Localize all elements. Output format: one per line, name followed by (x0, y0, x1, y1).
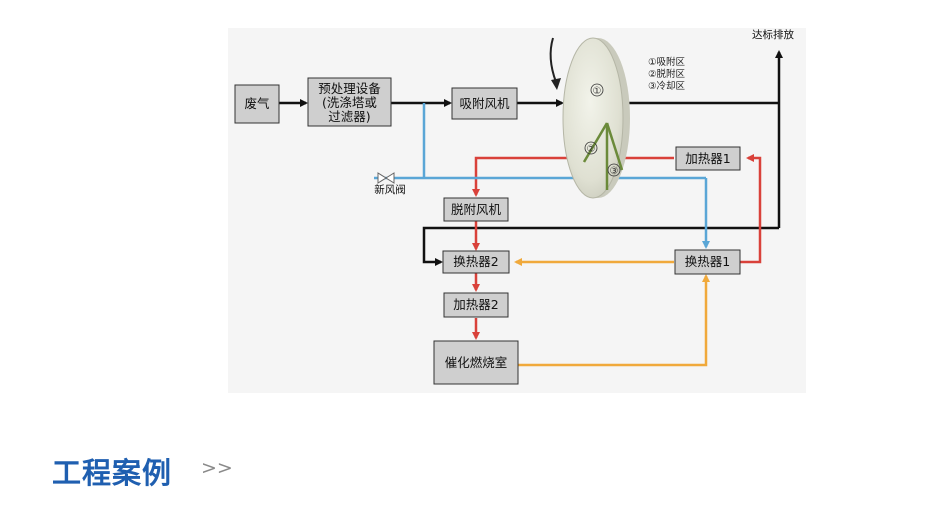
blue-flow-lines (374, 103, 710, 249)
fresh-air-valve-label: 新风阀 (374, 183, 406, 196)
zone-3-marker: ③ (610, 166, 619, 177)
svg-text:废气: 废气 (244, 96, 270, 111)
svg-text:催化燃烧室: 催化燃烧室 (445, 355, 508, 370)
exhaust-label: 达标排放 (752, 28, 794, 41)
rotor-wheel (549, 37, 630, 199)
arrow-combustion-to-exchanger1 (518, 274, 710, 367)
orange-flow-lines (514, 258, 710, 367)
legend-cooling-zone: ③冷却区 (648, 80, 686, 92)
svg-text:(洗涤塔或: (洗涤塔或 (322, 95, 377, 110)
box-heat-exchanger-1: 换热器1 (674, 249, 741, 275)
svg-text:加热器1: 加热器1 (685, 151, 730, 166)
section-title: 工程案例 (52, 456, 173, 490)
box-heater-2: 加热器2 (443, 292, 509, 318)
box-heat-exchanger-2: 换热器2 (442, 250, 510, 274)
legend-adsorption-zone: ①吸附区 (648, 56, 686, 68)
fresh-air-valve-icon (377, 172, 395, 184)
arrow-wheel-to-desorb-fan (472, 156, 590, 197)
black-flow-lines (279, 50, 783, 266)
rotation-arrowhead-icon (551, 78, 561, 90)
svg-text:脱附风机: 脱附风机 (451, 202, 502, 217)
zone-markers: ① ② ③ (584, 83, 621, 177)
rotation-arrow-icon (549, 37, 557, 83)
zone-2-marker: ② (587, 144, 596, 155)
svg-text:换热器2: 换热器2 (453, 254, 498, 269)
box-heater-1: 加热器1 (675, 146, 741, 171)
zone-1-marker: ① (593, 86, 602, 97)
svg-text:吸附风机: 吸附风机 (459, 96, 510, 111)
svg-text:换热器1: 换热器1 (685, 254, 730, 269)
svg-text:过滤器): 过滤器) (328, 109, 370, 124)
zone-divider-lines (582, 122, 624, 190)
svg-text:加热器2: 加热器2 (453, 297, 498, 312)
zone-legend: ①吸附区 ②脱附区 ③冷却区 (648, 56, 686, 92)
line-exhaust-loop (422, 226, 779, 266)
arrow-exchanger1-to-heater1 (740, 154, 762, 264)
box-catalytic-combustion: 催化燃烧室 (433, 340, 519, 385)
box-desorption-fan: 脱附风机 (443, 197, 509, 222)
legend-desorption-zone: ②脱附区 (648, 68, 686, 80)
box-adsorption-fan: 吸附风机 (451, 87, 518, 120)
svg-text:预处理设备: 预处理设备 (318, 81, 381, 96)
box-waste-gas: 废气 (234, 84, 280, 124)
box-pretreatment: 预处理设备 (洗涤塔或 过滤器) (307, 77, 392, 127)
section-arrows: >> (201, 457, 233, 479)
